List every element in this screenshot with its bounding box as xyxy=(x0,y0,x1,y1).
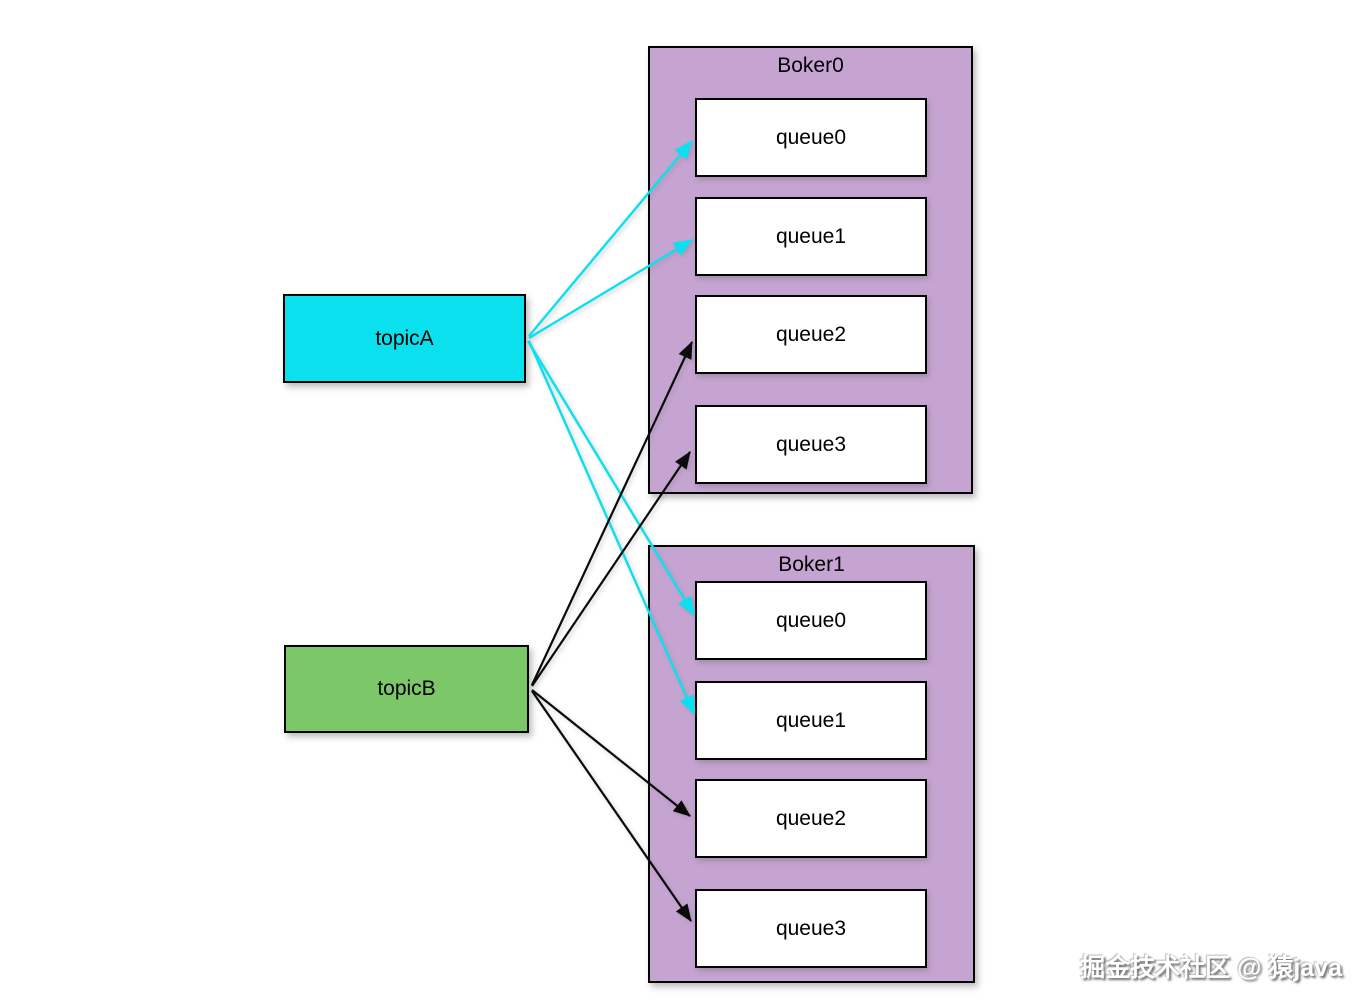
topic-b-box: topicB xyxy=(284,645,529,733)
broker0-title: Boker0 xyxy=(777,54,844,77)
broker1-title: Boker1 xyxy=(778,553,845,576)
broker0-queue2-box: queue2 xyxy=(695,295,927,374)
broker0-queue1-box: queue1 xyxy=(695,197,927,276)
broker0-queue3-box: queue3 xyxy=(695,405,927,484)
broker1-queue1-box: queue1 xyxy=(695,681,927,760)
broker1-queue2-box: queue2 xyxy=(695,779,927,858)
broker0-box: Boker0 queue0 queue1 queue2 queue3 xyxy=(648,46,973,494)
broker1-queue0-box: queue0 xyxy=(695,581,927,660)
watermark-text: 掘金技术社区 @ 猿java xyxy=(1080,954,1342,982)
broker1-box: Boker1 queue0 queue1 queue2 queue3 xyxy=(648,545,975,983)
broker1-queue3-box: queue3 xyxy=(695,889,927,968)
broker0-queue0-box: queue0 xyxy=(695,98,927,177)
topic-a-box: topicA xyxy=(283,294,526,383)
